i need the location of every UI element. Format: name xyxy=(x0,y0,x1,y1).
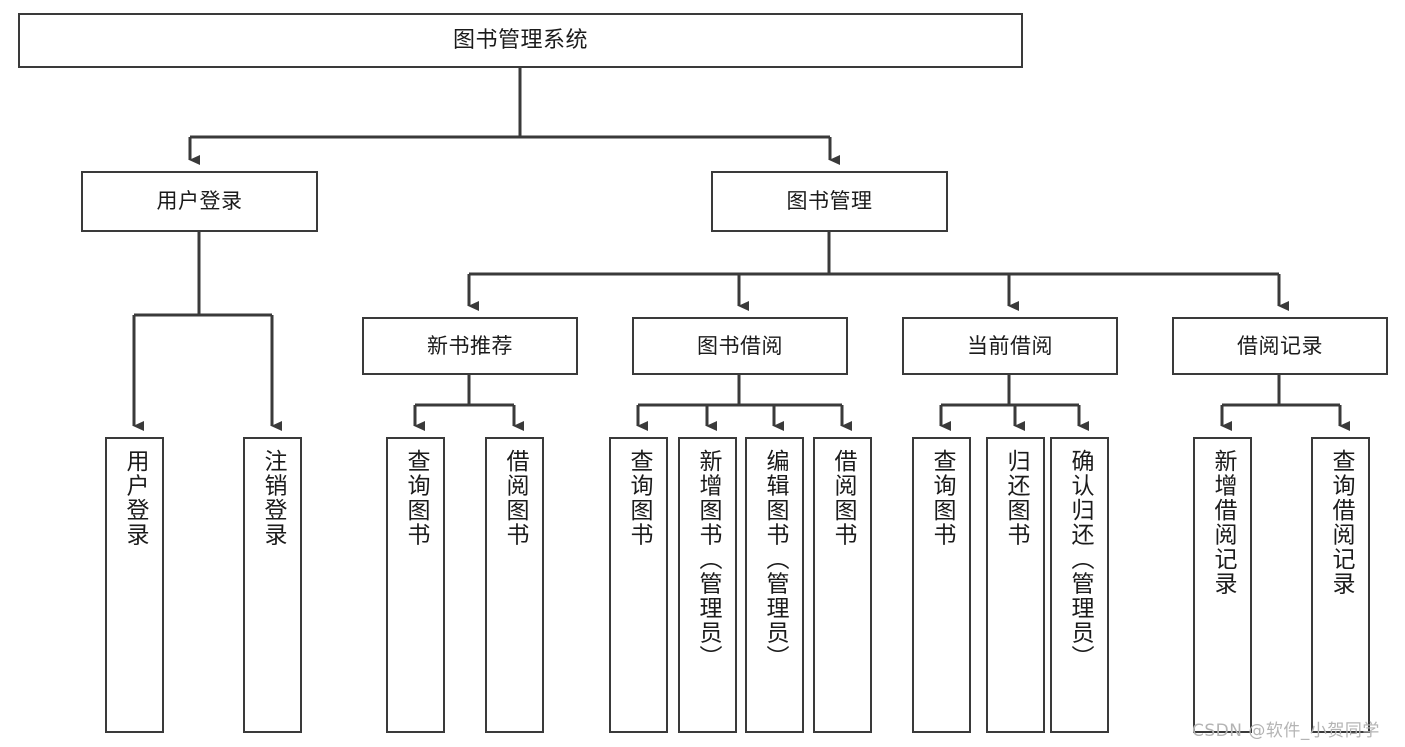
node-leaf-borrow-book-1[interactable]: 借阅图书 xyxy=(485,437,544,733)
node-leaf-add-borrow-record-label: 新增借阅记录 xyxy=(1210,449,1236,596)
node-book-borrow[interactable]: 图书借阅 xyxy=(632,317,848,375)
node-user-login-label: 用户登录 xyxy=(156,189,243,214)
node-book-management-label: 图书管理 xyxy=(786,189,873,214)
node-current-borrow[interactable]: 当前借阅 xyxy=(902,317,1118,375)
node-leaf-edit-book[interactable]: 编辑图书（管理员） xyxy=(745,437,804,733)
node-root-label: 图书管理系统 xyxy=(452,27,588,53)
node-new-book-recommend[interactable]: 新书推荐 xyxy=(362,317,578,375)
node-leaf-borrow-book-2-label: 借阅图书 xyxy=(830,449,856,547)
node-leaf-query-book-3[interactable]: 查询图书 xyxy=(912,437,971,733)
node-leaf-query-book-1[interactable]: 查询图书 xyxy=(386,437,445,733)
node-user-login[interactable]: 用户登录 xyxy=(81,171,318,232)
node-leaf-query-book-1-label: 查询图书 xyxy=(403,449,429,547)
node-leaf-borrow-book-2[interactable]: 借阅图书 xyxy=(813,437,872,733)
node-leaf-return-book[interactable]: 归还图书 xyxy=(986,437,1045,733)
node-new-book-recommend-label: 新书推荐 xyxy=(427,333,513,358)
node-leaf-logout-label: 注销登录 xyxy=(260,449,286,547)
node-current-borrow-label: 当前借阅 xyxy=(967,333,1053,358)
node-leaf-confirm-return-label: 确认归还（管理员） xyxy=(1067,449,1093,670)
node-leaf-add-book[interactable]: 新增图书（管理员） xyxy=(678,437,737,733)
node-leaf-query-borrow-record-label: 查询借阅记录 xyxy=(1328,449,1354,596)
node-leaf-add-book-label: 新增图书（管理员） xyxy=(695,449,721,670)
node-leaf-logout[interactable]: 注销登录 xyxy=(243,437,302,733)
node-leaf-query-book-3-label: 查询图书 xyxy=(929,449,955,547)
node-book-borrow-label: 图书借阅 xyxy=(697,333,783,358)
node-leaf-user-login-label: 用户登录 xyxy=(122,449,148,547)
node-leaf-query-book-2[interactable]: 查询图书 xyxy=(609,437,668,733)
node-leaf-query-borrow-record[interactable]: 查询借阅记录 xyxy=(1311,437,1370,733)
node-leaf-confirm-return[interactable]: 确认归还（管理员） xyxy=(1050,437,1109,733)
node-leaf-query-book-2-label: 查询图书 xyxy=(626,449,652,547)
node-leaf-edit-book-label: 编辑图书（管理员） xyxy=(762,449,788,670)
node-borrow-records-label: 借阅记录 xyxy=(1237,333,1323,358)
node-leaf-borrow-book-1-label: 借阅图书 xyxy=(502,449,528,547)
node-root[interactable]: 图书管理系统 xyxy=(18,13,1023,68)
node-leaf-add-borrow-record[interactable]: 新增借阅记录 xyxy=(1193,437,1252,733)
node-borrow-records[interactable]: 借阅记录 xyxy=(1172,317,1388,375)
node-book-management[interactable]: 图书管理 xyxy=(711,171,948,232)
node-leaf-user-login[interactable]: 用户登录 xyxy=(105,437,164,733)
node-leaf-return-book-label: 归还图书 xyxy=(1003,449,1029,547)
